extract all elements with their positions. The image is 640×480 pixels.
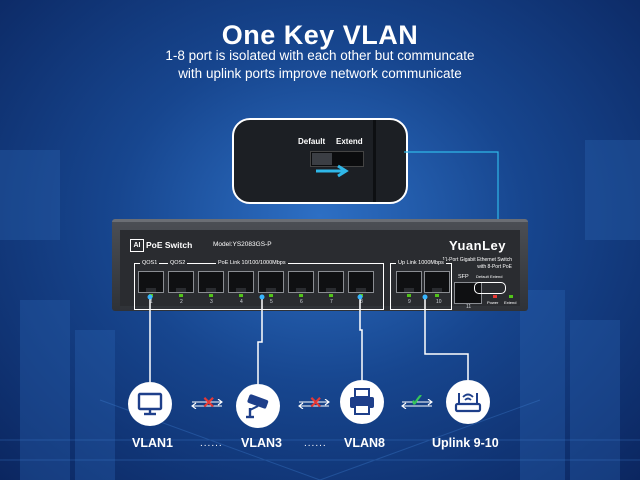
page-title: One Key VLAN [221, 20, 419, 50]
sfp-label: SFP [456, 274, 471, 280]
dip-switch-callout: Default Extend [232, 118, 408, 204]
port-number-5: 5 [270, 299, 273, 305]
vlan1-label: VLAN1 [132, 436, 173, 450]
port-number-7: 7 [330, 299, 333, 305]
power-label: Power [487, 300, 499, 305]
rj45-port-2[interactable] [168, 271, 194, 293]
port-led-10 [435, 294, 439, 297]
model-number: Model:YS2083GS-P [213, 241, 272, 248]
rj45-port-10[interactable] [424, 271, 450, 293]
product-name: PoE Switch [146, 240, 193, 250]
port-number-11: 11 [466, 304, 472, 310]
rj45-port-5[interactable] [258, 271, 284, 293]
blocked-separator-1 [191, 399, 223, 409]
port-led-5 [269, 294, 273, 297]
arrow-right-icon [316, 164, 349, 178]
poe-switch: AI PoE Switch Model:YS2083GS-P YuanLey 1… [112, 219, 528, 311]
dip-extend-label: Extend [490, 274, 503, 279]
rj45-port-9[interactable] [396, 271, 422, 293]
port-number-1: 1 [150, 299, 153, 305]
rj45-port-7[interactable] [318, 271, 344, 293]
vlan8-device [340, 380, 384, 424]
port-led-9 [407, 294, 411, 297]
port-led-4 [239, 294, 243, 297]
port-number-8: 8 [360, 299, 363, 305]
check-icon: ✓ [410, 391, 425, 410]
uplink-device [446, 380, 490, 424]
port-led-3 [209, 294, 213, 297]
dots-separator-2: ...... [304, 438, 327, 449]
vlan8-label: VLAN8 [344, 436, 385, 450]
port-led-7 [329, 294, 333, 297]
dots-separator-1: ...... [200, 438, 223, 449]
power-led [493, 295, 497, 298]
callout-extend-label: Extend [336, 137, 363, 146]
qos2-label: QOS2 [168, 260, 188, 266]
extend-led [509, 295, 513, 298]
subtitle-line-2: with uplink ports improve network commun… [178, 66, 462, 81]
brand-mark: AI [130, 239, 144, 252]
port-number-9: 9 [408, 299, 411, 305]
subtitle-line-1: 1-8 port is isolated with each other but… [165, 48, 475, 63]
port-number-6: 6 [300, 299, 303, 305]
blocked-x-icon-2: ✕ [309, 395, 323, 412]
vlan3-device [236, 384, 280, 428]
printer-icon [350, 388, 374, 415]
rj45-port-1[interactable] [138, 271, 164, 293]
uplink-label: Up Link 1000Mbps [396, 260, 446, 266]
callout-default-label: Default [298, 137, 326, 146]
switch-front-panel: AI PoE Switch Model:YS2083GS-P YuanLey 1… [120, 230, 520, 310]
blocked-separator-2 [298, 399, 330, 409]
brand-logo: YuanLey [449, 238, 506, 253]
allowed-separator [401, 399, 433, 409]
vlan3-label: VLAN3 [241, 436, 282, 450]
rj45-port-6[interactable] [288, 271, 314, 293]
device-description-2: with 8-Port PoE [477, 264, 512, 270]
uplink-label-bottom: Uplink 9-10 [432, 436, 499, 450]
router-icon [454, 393, 482, 413]
blocked-x-icon-1: ✕ [202, 395, 216, 412]
port-number-10: 10 [436, 299, 442, 305]
port-led-6 [299, 294, 303, 297]
vlan1-device [128, 382, 172, 426]
extend-led-label: Extend [504, 300, 517, 305]
port-number-4: 4 [240, 299, 243, 305]
device-description-1: 11-Port Gigabit Ethernet Switch [442, 257, 512, 263]
rj45-port-4[interactable] [228, 271, 254, 293]
rj45-port-8[interactable] [348, 271, 374, 293]
qos1-label: QOS1 [140, 260, 160, 266]
poe-link-label: PoE Link 10/100/1000Mbps [216, 260, 288, 266]
camera-icon [246, 394, 269, 419]
callout-switch-knob [312, 153, 332, 165]
port-led-2 [179, 294, 183, 297]
port-number-2: 2 [180, 299, 183, 305]
dip-default-label: Default [476, 274, 489, 279]
callout-dip-switch [310, 151, 364, 167]
port-number-3: 3 [210, 299, 213, 305]
callout-panel-edge [373, 120, 376, 202]
vlan-dip-switch[interactable] [474, 282, 506, 294]
rj45-port-3[interactable] [198, 271, 224, 293]
monitor-icon [137, 392, 163, 416]
